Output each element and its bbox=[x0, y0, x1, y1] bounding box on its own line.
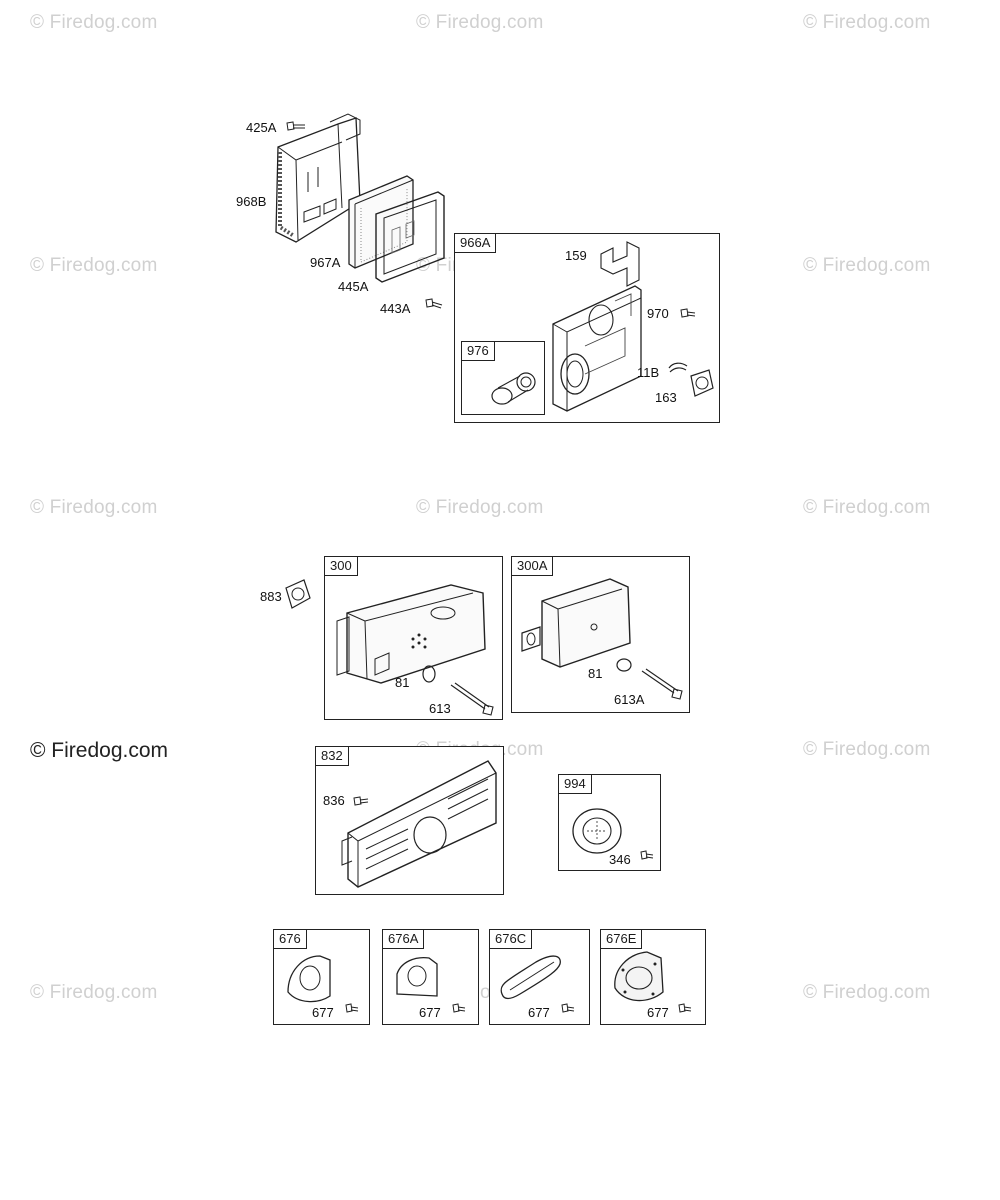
part-group-box-300A[interactable]: 300A 81 613A bbox=[511, 556, 690, 713]
watermark: © Firedog.com bbox=[803, 255, 931, 276]
watermark: © Firedog.com bbox=[803, 12, 931, 33]
watermark: © Firedog.com bbox=[30, 255, 158, 276]
callout-label: 677 bbox=[312, 1005, 334, 1020]
box-tag: 976 bbox=[462, 342, 495, 361]
box-tag: 676 bbox=[274, 930, 307, 949]
muffler-drawing bbox=[333, 579, 493, 689]
lock-washer-icon bbox=[419, 663, 439, 685]
deflector-drawing bbox=[391, 952, 445, 1006]
callout-label: 81 bbox=[395, 675, 410, 690]
screw-icon bbox=[679, 307, 697, 321]
callout-label: 159 bbox=[565, 248, 587, 263]
part-group-box-994[interactable]: 994 346 bbox=[558, 774, 661, 871]
callout-label: 81 bbox=[588, 666, 603, 681]
deflector-drawing bbox=[282, 952, 336, 1006]
screw-icon bbox=[451, 1002, 467, 1016]
box-tag: 994 bbox=[559, 775, 592, 794]
deflector-drawing bbox=[496, 950, 566, 1004]
air-filter-gasket-drawing bbox=[372, 190, 452, 285]
part-group-box-966A[interactable]: 966A 159 970 11B 163 976 bbox=[454, 233, 720, 423]
air-cleaner-housing-drawing bbox=[545, 276, 655, 416]
callout-label: 967A bbox=[310, 255, 341, 270]
part-group-box-832[interactable]: 832 836 bbox=[315, 746, 504, 895]
watermark: © Firedog.com bbox=[30, 497, 158, 518]
callout-label: 613 bbox=[429, 701, 451, 716]
part-group-box-676[interactable]: 676 677 bbox=[273, 929, 370, 1025]
screw-icon bbox=[560, 1002, 576, 1016]
bracket-drawing bbox=[595, 240, 645, 288]
box-tag: 300 bbox=[325, 557, 358, 576]
hose-icon bbox=[667, 360, 689, 374]
callout-label: 677 bbox=[528, 1005, 550, 1020]
bolt-icon bbox=[447, 681, 497, 717]
callout-label: 970 bbox=[647, 306, 669, 321]
callout-label: 443A bbox=[380, 301, 411, 316]
watermark: © Firedog.com bbox=[803, 739, 931, 760]
screw-icon bbox=[677, 1002, 693, 1016]
part-group-box-976[interactable]: 976 bbox=[461, 341, 545, 415]
callout-label: 677 bbox=[647, 1005, 669, 1020]
callout-label: 425A bbox=[246, 120, 277, 135]
air-filter-drawing bbox=[345, 174, 420, 272]
watermark: © Firedog.com bbox=[803, 497, 931, 518]
muffler-gasket-icon bbox=[282, 578, 314, 610]
screw-icon bbox=[344, 1002, 360, 1016]
callout-label: 968B bbox=[236, 194, 267, 209]
callout-label: 346 bbox=[609, 852, 631, 867]
watermark: © Firedog.com bbox=[416, 497, 544, 518]
screw-icon bbox=[352, 795, 370, 809]
watermark: © Firedog.com bbox=[30, 12, 158, 33]
muffler-drawing bbox=[518, 575, 638, 675]
box-tag: 676E bbox=[601, 930, 643, 949]
screw-icon bbox=[285, 119, 307, 133]
box-tag: 966A bbox=[455, 234, 497, 253]
part-group-box-676E[interactable]: 676E 677 bbox=[600, 929, 706, 1025]
callout-label: 445A bbox=[338, 279, 369, 294]
part-group-box-676A[interactable]: 676A 677 bbox=[382, 929, 479, 1025]
muffler-guard-drawing bbox=[338, 753, 502, 889]
spark-arrester-drawing bbox=[567, 799, 627, 859]
callout-label: 677 bbox=[419, 1005, 441, 1020]
watermark: © Firedog.com bbox=[803, 982, 931, 1003]
callout-label: 11B bbox=[637, 365, 660, 380]
screw-icon bbox=[424, 297, 444, 311]
watermark-prominent: © Firedog.com bbox=[30, 739, 169, 762]
box-tag: 300A bbox=[512, 557, 554, 576]
bolt-icon bbox=[638, 667, 686, 703]
watermark: © Firedog.com bbox=[416, 12, 544, 33]
box-tag: 676C bbox=[490, 930, 533, 949]
part-group-box-300[interactable]: 300 81 613 bbox=[324, 556, 503, 720]
box-tag: 832 bbox=[316, 747, 349, 766]
callout-label: 836 bbox=[323, 793, 345, 808]
part-group-box-676C[interactable]: 676C 677 bbox=[489, 929, 590, 1025]
callout-label: 883 bbox=[260, 589, 282, 604]
deflector-drawing bbox=[609, 948, 669, 1008]
watermark: © Firedog.com bbox=[30, 982, 158, 1003]
pre-cleaner-drawing bbox=[484, 366, 540, 410]
lock-washer-icon bbox=[612, 655, 636, 675]
callout-label: 613A bbox=[614, 692, 645, 707]
gasket-icon bbox=[687, 368, 717, 398]
callout-label: 163 bbox=[655, 390, 677, 405]
screw-icon bbox=[639, 849, 655, 863]
box-tag: 676A bbox=[383, 930, 425, 949]
